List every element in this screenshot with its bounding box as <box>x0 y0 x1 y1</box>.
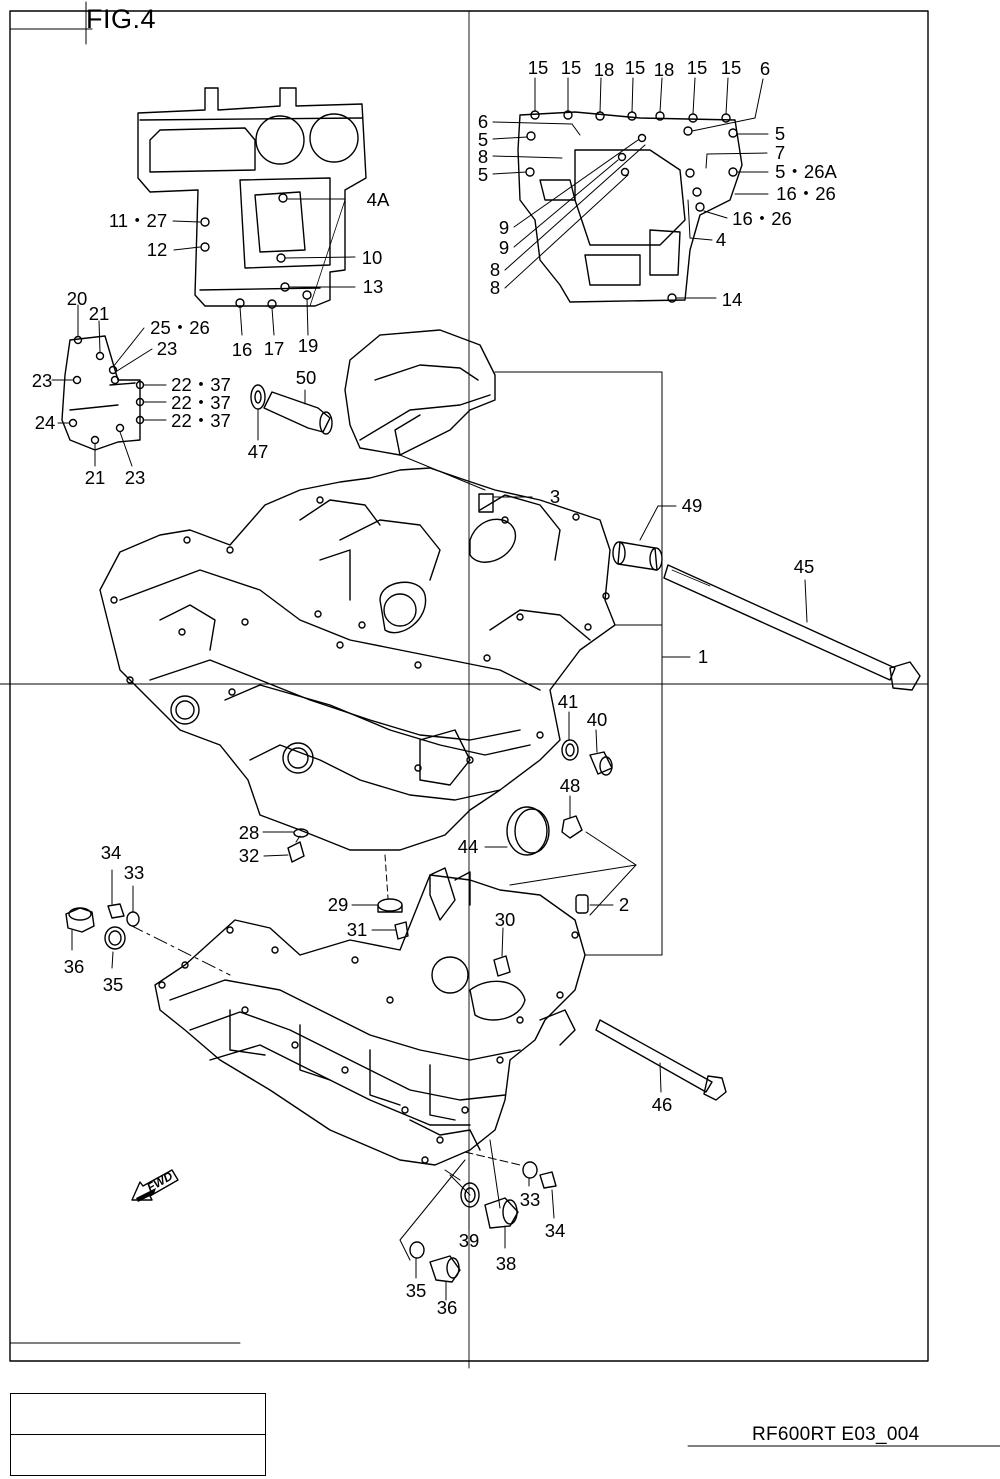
callout-5b: 5 <box>477 163 489 185</box>
callout-14: 14 <box>721 288 743 310</box>
callout-8c: 8 <box>489 276 501 298</box>
callout-32: 32 <box>238 844 260 866</box>
callout-20: 20 <box>66 287 88 309</box>
callout-10: 10 <box>361 246 383 268</box>
callout-6a: 6 <box>759 57 771 79</box>
callout-1127: 11・27 <box>108 209 168 231</box>
assembly-bracket-1 <box>494 371 691 956</box>
cap-44 <box>484 806 550 856</box>
title-block-upper <box>10 1393 266 1435</box>
dowel-2 <box>575 894 614 914</box>
callout-35a: 35 <box>102 973 124 995</box>
callout-23c: 23 <box>124 466 146 488</box>
callout-15e: 15 <box>720 56 742 78</box>
callout-18a: 18 <box>593 58 615 80</box>
callout-23a: 23 <box>156 337 178 359</box>
callout-33b: 33 <box>519 1188 541 1210</box>
callout-9a: 9 <box>498 216 510 238</box>
callout-6b: 6 <box>477 110 489 132</box>
callout-12: 12 <box>146 238 168 260</box>
callout-45: 45 <box>793 555 815 577</box>
callout-34b: 34 <box>544 1219 566 1241</box>
seal-washers-40-41-48 <box>509 711 637 916</box>
sleeve-49 <box>612 505 677 571</box>
callout-1626a: 16・26 <box>776 182 836 204</box>
callout-44: 44 <box>457 835 479 857</box>
callout-29: 29 <box>327 893 349 915</box>
drain-plug-set-bottom <box>409 1161 557 1301</box>
plug-29-bolt-31 <box>351 854 409 940</box>
bolt-46 <box>595 1019 727 1101</box>
callout-50: 50 <box>295 366 317 388</box>
side-cover-inset <box>51 304 167 467</box>
figure-title: FIG.4 <box>86 4 157 34</box>
callout-15b: 15 <box>560 56 582 78</box>
pipe-50 <box>250 384 333 441</box>
callout-49: 49 <box>681 494 703 516</box>
callout-34a: 34 <box>100 841 122 863</box>
callout-4A: 4A <box>366 188 390 210</box>
upper-case-inset <box>137 87 367 336</box>
callout-36b: 36 <box>436 1296 458 1318</box>
callout-33a: 33 <box>123 861 145 883</box>
callout-2237c: 22・37 <box>171 409 231 431</box>
upper-crankcase <box>99 454 616 851</box>
callout-35b: 35 <box>405 1279 427 1301</box>
callout-24: 24 <box>34 411 56 433</box>
callout-40: 40 <box>586 708 608 730</box>
callout-30: 30 <box>494 908 516 930</box>
callout-39: 39 <box>458 1229 480 1251</box>
bolt-45 <box>663 564 921 691</box>
callout-46: 46 <box>651 1093 673 1115</box>
callout-41: 41 <box>557 690 579 712</box>
title-block-lower <box>10 1434 266 1476</box>
callout-3: 3 <box>549 485 561 507</box>
callout-2: 2 <box>618 893 630 915</box>
lower-crankcase <box>129 867 586 1261</box>
callout-47: 47 <box>247 440 269 462</box>
callout-9b: 9 <box>498 236 510 258</box>
callout-48: 48 <box>559 774 581 796</box>
callout-2237a: 22・37 <box>171 373 231 395</box>
callout-4: 4 <box>715 228 727 250</box>
callout-17: 17 <box>263 337 285 359</box>
callout-8b: 8 <box>489 258 501 280</box>
callout-38: 38 <box>495 1252 517 1274</box>
callout-21b: 21 <box>84 466 106 488</box>
callout-15a: 15 <box>527 56 549 78</box>
callout-5a: 5 <box>477 128 489 150</box>
callout-1: 1 <box>697 645 709 667</box>
callout-31: 31 <box>346 918 368 940</box>
callout-19: 19 <box>297 334 319 356</box>
washer-28-switch-32 <box>262 828 309 863</box>
callout-21a: 21 <box>88 302 110 324</box>
callout-28: 28 <box>238 821 260 843</box>
figure-code: RF600RT E03_004 <box>752 1424 920 1445</box>
callout-2526: 25・26 <box>150 316 210 338</box>
callout-15d: 15 <box>686 56 708 78</box>
callout-18b: 18 <box>653 58 675 80</box>
callout-13: 13 <box>362 275 384 297</box>
callout-2237b: 22・37 <box>171 391 231 413</box>
callout-15c: 15 <box>624 56 646 78</box>
callout-7: 7 <box>774 141 786 163</box>
breather-cover <box>344 329 496 456</box>
callout-1626b: 16・26 <box>732 207 792 229</box>
callout-5c: 5 <box>774 122 786 144</box>
lower-case-inset <box>492 77 769 303</box>
callout-8a: 8 <box>477 145 489 167</box>
callout-23b: 23 <box>31 369 53 391</box>
callout-36a: 36 <box>63 955 85 977</box>
figure-frame <box>0 1 1000 1447</box>
drain-plug-set-left <box>65 869 140 969</box>
callout-526a: 5・26A <box>775 160 837 182</box>
callout-16: 16 <box>231 338 253 360</box>
fwd-arrow-icon <box>131 1169 179 1202</box>
